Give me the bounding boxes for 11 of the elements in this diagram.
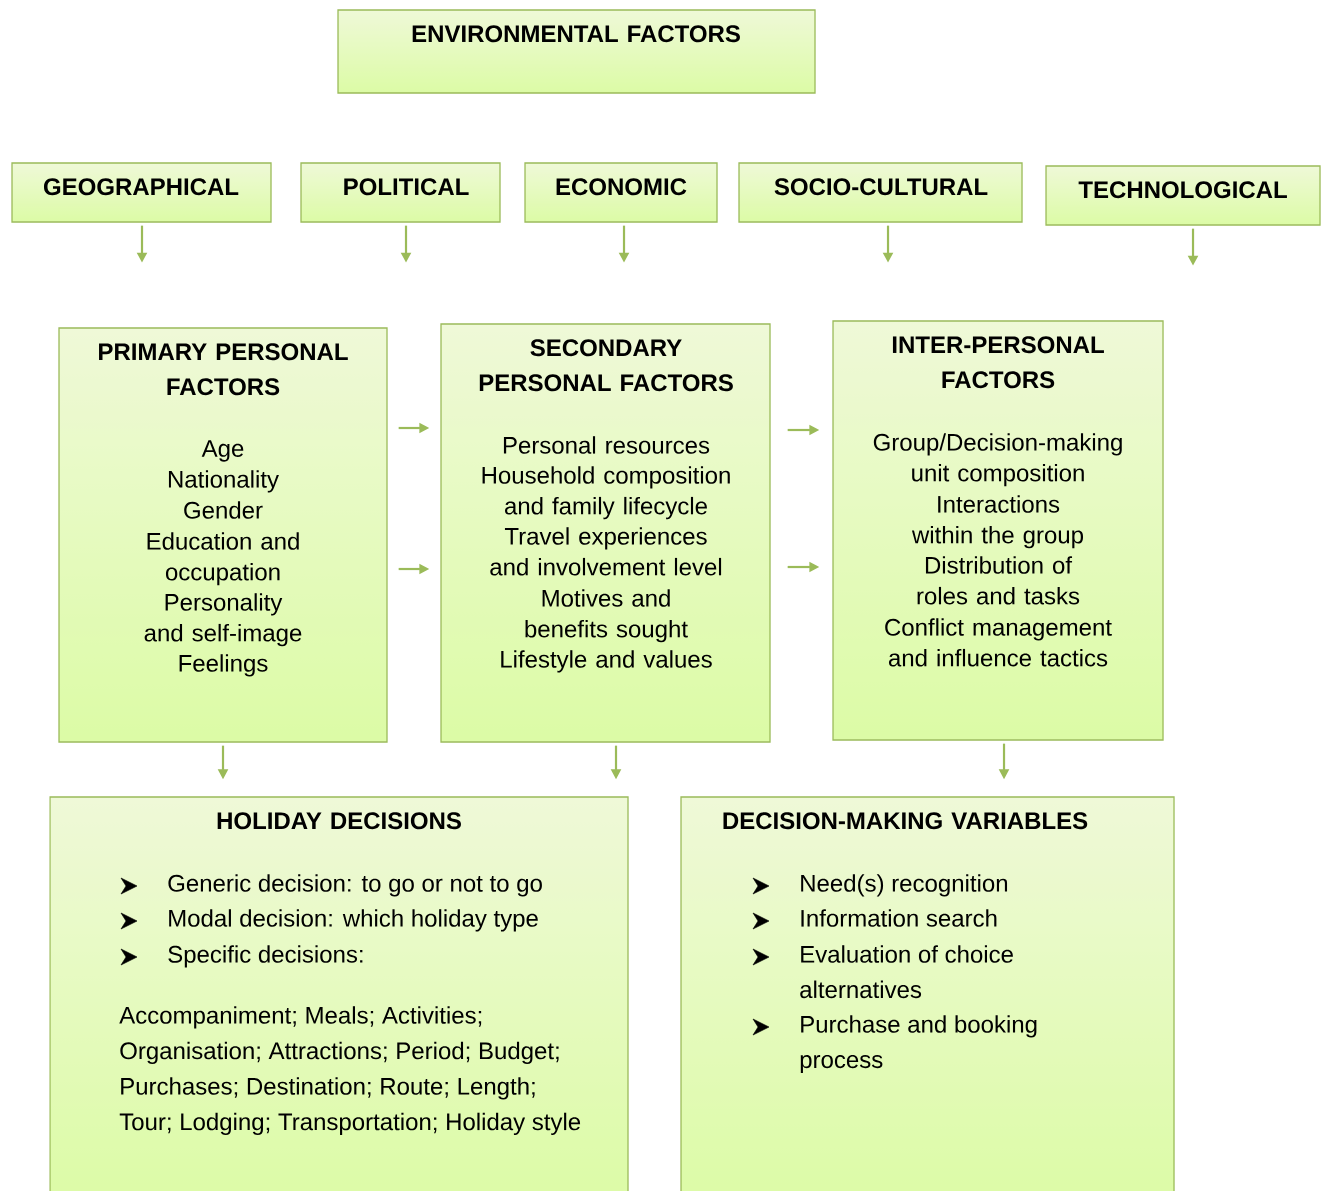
heading-box: ENVIRONMENTAL FACTORS <box>337 9 816 94</box>
factor-box: POLITICAL <box>300 162 501 223</box>
factor-box: PRIMARY PERSONAL FACTORS Age Nationality Gender Education and occupation Personality and self-image Feelings <box>58 327 388 743</box>
decision-box: DECISION-MAKING VARIABLES Need(s) recognition Information search Evaluation of choice alternatives Purchase and booking process <box>680 796 1175 1191</box>
decision-box: HOLIDAY DECISIONS Generic decision: to go or not to go Modal decision: which holiday type Specific decisions: Accompaniment; Meals; Activities; Organisation; Attractions; Period; Budget; Purchases; Destination; Route; Length; Tour; Lodging; Transportation; Holiday style <box>49 796 629 1191</box>
factor-box: TECHNOLOGICAL <box>1045 165 1321 226</box>
factor-box: ECONOMIC <box>524 162 718 223</box>
factor-box: GEOGRAPHICAL <box>11 162 272 223</box>
factor-box: INTER-PERSONAL FACTORS Group/Decision-making unit composition Interactions within the group Distribution of roles and tasks Conflict management and influence tactics <box>832 320 1164 741</box>
factor-box: SOCIO-CULTURAL <box>738 162 1023 223</box>
factor-box: SECONDARY PERSONAL FACTORS Personal resources Household composition and family lifecycle Travel experiences and involvement level Motives and benefits sought Lifestyle and values <box>440 323 771 743</box>
